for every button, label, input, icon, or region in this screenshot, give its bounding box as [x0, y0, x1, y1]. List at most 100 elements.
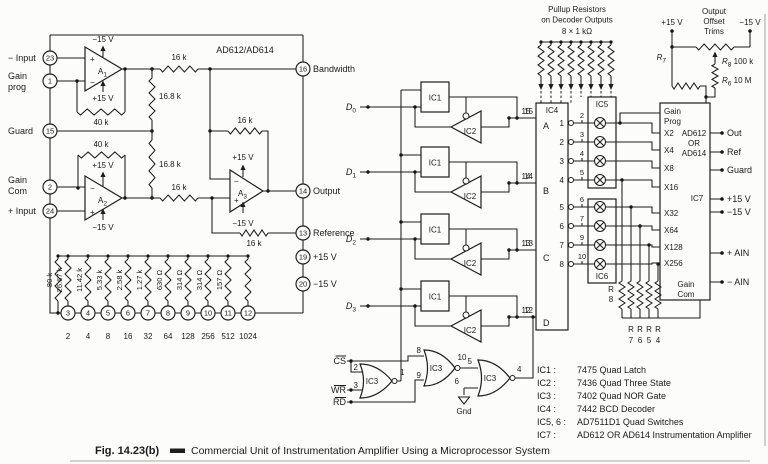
- line-number: 14: [522, 172, 531, 181]
- trims-title: Trims: [704, 27, 724, 36]
- ic4-out-pin: 4: [560, 176, 565, 185]
- ic3-label: IC3: [430, 364, 443, 373]
- latch-row-a: IC1 IC2 D0 15: [346, 81, 536, 144]
- pin-label: Gain: [8, 71, 27, 81]
- legend-value: 7442 BCD Decoder: [577, 404, 655, 414]
- latch-row-d: IC1 IC2 D3 12: [346, 280, 536, 343]
- ic6-switch-block: [587, 198, 617, 284]
- a2-label: A2: [98, 196, 107, 208]
- figure-caption: Fig. 14.23(b) Commercial Unit of Instrum…: [95, 445, 550, 457]
- pin-number: 11: [224, 309, 232, 318]
- pin-number: 6: [126, 309, 130, 318]
- legend-value: 7402 Quad NOR Gate: [577, 391, 666, 401]
- arrow-down-icon: [538, 84, 614, 90]
- bank-number: 6: [638, 336, 643, 345]
- r7-label: R7: [657, 53, 667, 65]
- ladder-resistor: [54, 258, 62, 302]
- switch-bus-wires: [605, 112, 701, 319]
- pin-number: 13: [299, 229, 307, 238]
- ic4-in-pin: 12: [524, 306, 533, 315]
- latch-row-c: IC1 IC2 D2 13: [346, 213, 536, 276]
- ic7-pin-dots: [720, 131, 724, 284]
- bank-resistor: [645, 280, 653, 310]
- legend-value: AD612 OR AD614 Instrumentation Amplifier: [577, 430, 752, 440]
- ladder-value: 26.67 k: [55, 267, 64, 292]
- ic4-out-pin: 6: [560, 222, 565, 231]
- ic4-in-pin: 14: [524, 172, 533, 181]
- rd-signal-label: RD: [333, 397, 346, 407]
- gain-step: X16: [664, 183, 679, 192]
- ic1-latch: [420, 280, 450, 312]
- resistor-16.8k-2: [148, 139, 156, 189]
- pin-label: Bandwidth: [313, 64, 355, 74]
- gain-value: 4: [86, 332, 91, 341]
- ic1-label: IC1: [429, 94, 442, 103]
- gain-step: X64: [664, 226, 679, 235]
- bank-label: R: [628, 325, 634, 334]
- invert-bubble-icon: [391, 378, 398, 384]
- ic7-pin-label: −15 V: [727, 207, 751, 217]
- offset-trims-section: +15 V −15 V Output Offset Trims R7 R8 10…: [657, 7, 761, 103]
- legend-key: IC5, 6 :: [537, 417, 566, 427]
- legend: IC1 : 7475 Quad Latch IC2 : 7436 Quad Th…: [537, 365, 752, 440]
- ladder-resistor: [144, 258, 152, 302]
- pin-number: 4: [86, 309, 90, 318]
- resistor-label: 16.8 k: [159, 92, 182, 101]
- switch-pin: 3: [580, 130, 584, 139]
- pullup-resistor: [567, 44, 575, 77]
- ic4-label: IC4: [546, 106, 559, 115]
- gain-value: 32: [144, 332, 153, 341]
- decoder-switch-section: Pullup Resistors on Decoder Outputs 8 × …: [524, 5, 701, 345]
- gain-ladder: 80 k 26.67 k 11.42 k 5.33 k 2.58 k 1.27 …: [45, 258, 257, 341]
- ladder-value: 5.33 k: [95, 270, 104, 291]
- pin-label: Com: [8, 186, 27, 196]
- r6-resistor: [710, 63, 720, 89]
- gate-pin: 2: [354, 363, 359, 372]
- caption-text: Commercial Unit of Instrumentation Ampli…: [191, 445, 550, 457]
- caption-dash-icon: [170, 448, 185, 453]
- pin-label: −15 V: [313, 279, 337, 289]
- a2-plus: +: [90, 208, 95, 217]
- ic4-input: D: [543, 318, 550, 328]
- ic5-label: IC5: [596, 100, 609, 109]
- a2-top-supply: +15 V: [92, 161, 114, 170]
- ic1-label: IC1: [429, 159, 442, 168]
- ladder-resistor: [84, 258, 92, 302]
- a3-label: A3: [238, 189, 247, 201]
- supply-label: +15 V: [661, 18, 683, 27]
- r7-resistor: [671, 82, 701, 90]
- pin-label: Guard: [8, 126, 33, 136]
- ic4-in-pin: 15: [524, 107, 533, 116]
- pullup-resistor: [547, 44, 555, 77]
- ic7-part: AD614: [682, 149, 707, 158]
- pin-label: Reference: [313, 228, 355, 238]
- opamp-a3: [229, 168, 265, 214]
- enable-bubble-icon: [462, 311, 470, 319]
- data-input-label: D0: [346, 102, 357, 115]
- resistor-label: 16.8 k: [159, 160, 182, 169]
- gate-pin: 4: [517, 365, 522, 374]
- enable-bubble-icon: [462, 177, 470, 185]
- pullup-resistor: [607, 44, 615, 77]
- gain-value: 1024: [239, 332, 257, 341]
- a1-plus: +: [90, 55, 95, 64]
- ic1-latch: [420, 213, 450, 245]
- pin-number: 5: [106, 309, 110, 318]
- ic2-label: IC2: [464, 127, 477, 136]
- ladder-value: 80 k: [45, 273, 54, 287]
- invert-bubble-icon: [509, 375, 516, 381]
- gain-step: X128: [664, 243, 683, 252]
- switch-pin: 5: [580, 168, 584, 177]
- gain-prog-label: Gain: [664, 107, 681, 116]
- ic4-out-pin: 3: [560, 157, 565, 166]
- pin-number: 8: [166, 309, 170, 318]
- resistor-label: 40 k: [93, 118, 109, 127]
- ic7-pin-label: − AIN: [727, 277, 749, 287]
- bank-label: R: [655, 325, 661, 334]
- ladder-resistor: [184, 258, 192, 302]
- ic4-out-pin: 2: [560, 138, 565, 147]
- pin-number: 15: [46, 127, 54, 136]
- gate-pin: 1: [400, 368, 405, 377]
- ic3-nor-gate: [423, 349, 456, 387]
- enable-bubble-icon: [462, 112, 470, 120]
